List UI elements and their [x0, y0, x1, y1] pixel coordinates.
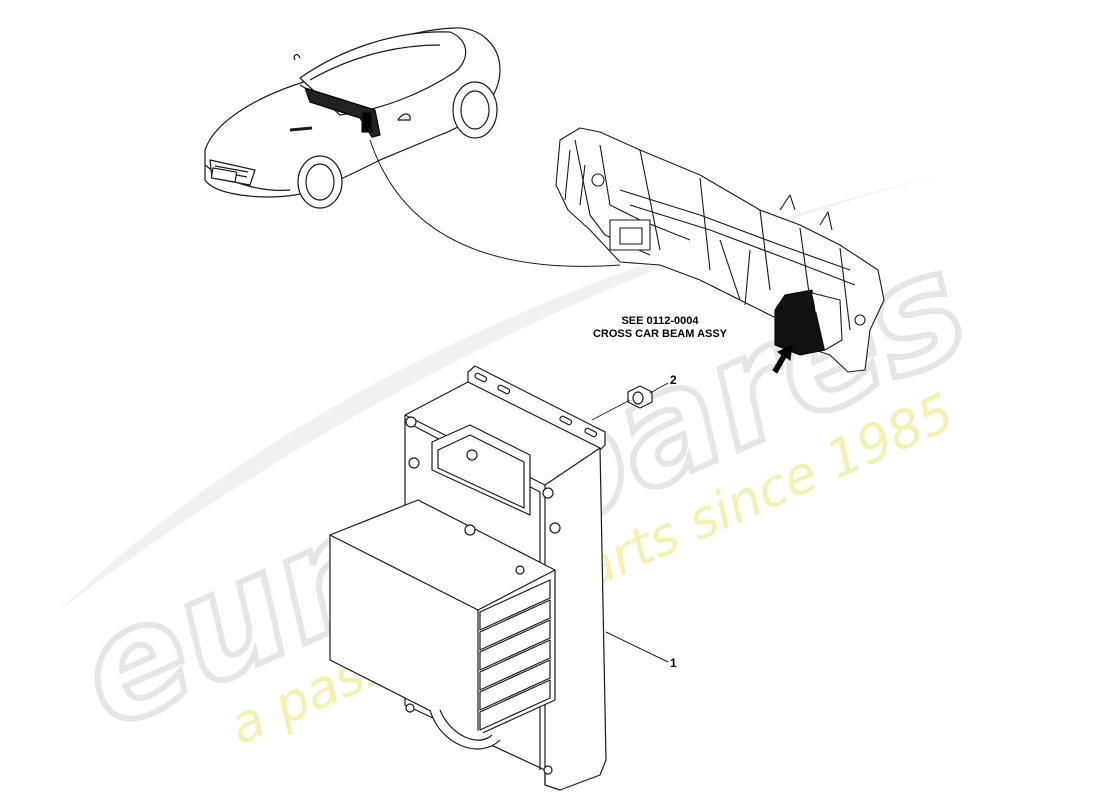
leader-line-1	[605, 631, 669, 663]
cross-car-beam	[555, 127, 885, 373]
nut	[627, 385, 653, 409]
reference-arrow	[772, 344, 793, 374]
reference-note-line1: SEE 0112-0004	[621, 315, 699, 327]
reference-note-line2: CROSS CAR BEAM ASSY	[593, 328, 728, 340]
leader-line-2	[649, 382, 669, 394]
cooling-fins	[479, 579, 551, 731]
callout-2: 2	[670, 373, 677, 387]
mounting-bolts	[405, 416, 561, 775]
leader-line-2b	[591, 399, 631, 421]
car-illustration	[204, 27, 501, 209]
control-module	[329, 365, 607, 791]
callout-1: 1	[670, 656, 677, 670]
connector-curve	[369, 139, 621, 267]
